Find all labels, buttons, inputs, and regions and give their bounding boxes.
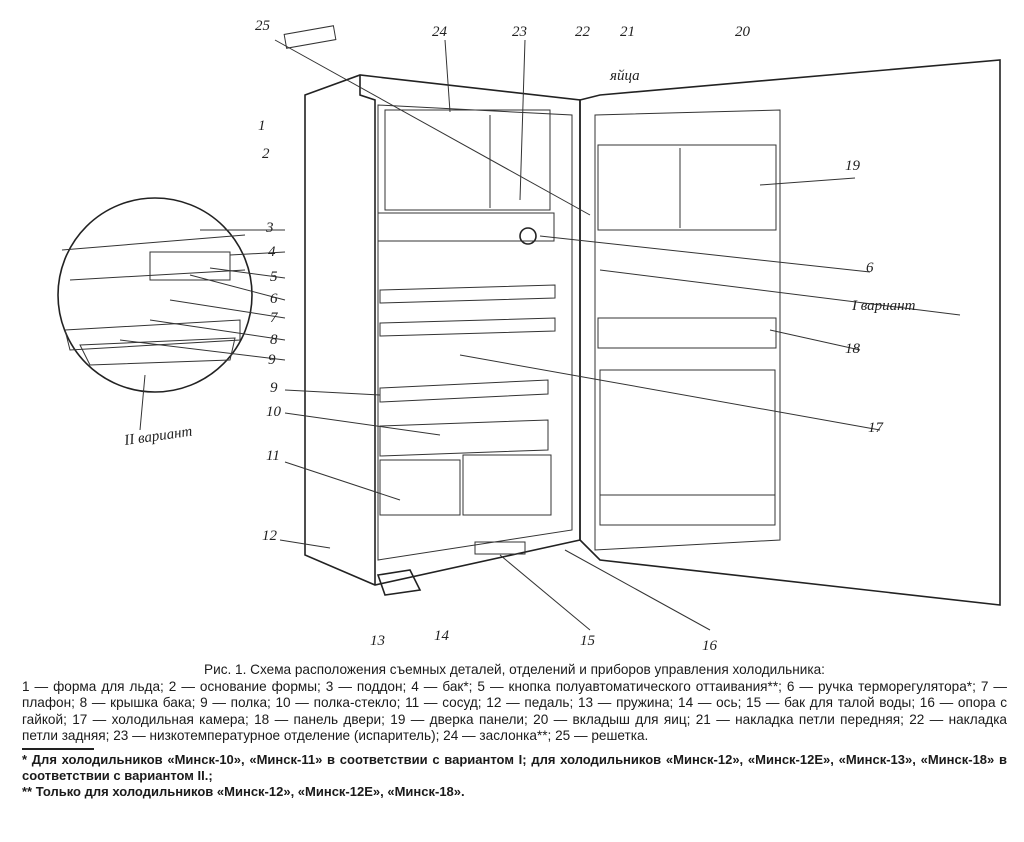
variant-2-label: II вариант [122,424,193,450]
label-24: 24 [432,24,448,40]
label-16: 16 [702,638,718,654]
caption-legend: 1 — форма для льда; 2 — основание формы;… [22,678,1007,744]
detail-circle-variant-2 [57,197,253,393]
footnote-1: * Для холодильников «Минск-10», «Минск-1… [22,751,1007,783]
label-7: 7 [270,310,279,326]
leader-lines [119,39,961,631]
footnote-divider [22,747,94,750]
label-18: 18 [845,341,861,357]
label-17: 17 [868,420,885,436]
label-20: 20 [735,24,751,40]
label-22: 22 [575,24,591,40]
label-19: 19 [845,158,861,174]
egg-tray-text: яйца [609,68,640,84]
label-8: 8 [270,332,278,348]
label-6-door: 6 [866,260,874,276]
label-10: 10 [266,404,282,420]
label-23: 23 [512,24,527,40]
refrigerator-door: яйца [579,59,1001,606]
caption-title: Рис. 1. Схема расположения съемных детал… [204,662,825,677]
label-13: 13 [370,633,385,649]
label-5: 5 [270,269,278,285]
label-1: 1 [258,118,266,134]
variant-1-label: I вариант [851,298,916,314]
label-15: 15 [580,633,596,649]
refrigerator-diagram: яйца 1 2 3 4 5 [57,18,1001,654]
label-21: 21 [620,24,635,40]
label-11: 11 [266,448,280,464]
label-9: 9 [270,380,278,396]
label-14: 14 [434,628,450,644]
label-2: 2 [262,146,270,162]
label-6: 6 [270,291,278,307]
label-25: 25 [255,18,271,34]
label-9-detail: 9 [268,352,276,368]
label-3: 3 [265,220,274,236]
label-12: 12 [262,528,278,544]
label-4: 4 [268,244,276,260]
figure-caption: Рис. 1. Схема расположения съемных детал… [22,662,1007,800]
footnote-2: ** Только для холодильников «Минск-12», … [22,783,465,799]
refrigerator-body [283,25,581,596]
